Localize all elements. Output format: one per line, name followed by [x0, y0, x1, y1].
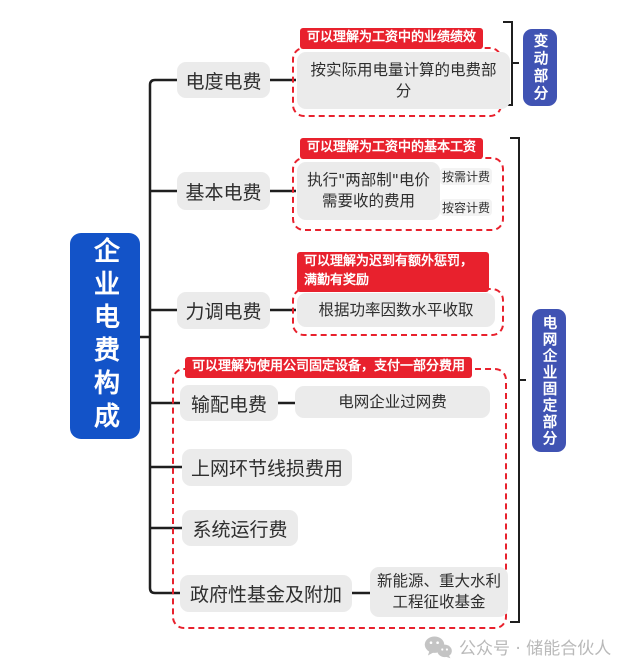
side-label-fixed-part: 电网企业固定部分 [532, 309, 566, 452]
side-label-variable-part: 变动部分 [523, 29, 557, 106]
node-electricity-volume-fee: 电度电费 [177, 62, 270, 98]
side-label-fixed-text: 电网企业固定部分 [540, 314, 557, 447]
wechat-icon [424, 636, 452, 658]
sub-node-billing-by-capacity: 按容计费 [440, 199, 492, 216]
root-node-label: 企业电费构成 [89, 237, 120, 435]
note-fixed-equipment: 可以理解为使用公司固定设备，支付一部分费用 [185, 357, 473, 378]
footer-text: 公众号 · 储能合伙人 [459, 639, 612, 659]
node-government-funds: 政府性基金及附加 [180, 575, 352, 612]
node-line-loss-fee: 上网环节线损费用 [182, 449, 352, 486]
node-transmission-fee: 输配电费 [180, 385, 278, 421]
node-power-factor-fee: 力调电费 [177, 292, 270, 329]
note-performance-pay: 可以理解为工资中的业绩绩效 [300, 28, 484, 49]
detail-volume-fee: 按实际用电量计算的电费部分 [297, 52, 510, 109]
detail-basic-fee: 执行"两部制"电价需要收的费用 [297, 162, 440, 220]
footer-watermark: 公众号 · 储能合伙人 [424, 634, 611, 659]
detail-power-factor: 根据功率因数水平收取 [297, 293, 495, 327]
note-penalty-reward: 可以理解为迟到有额外惩罚，满勤有奖励 [297, 252, 489, 292]
detail-grid-transit-fee: 电网企业过网费 [295, 386, 490, 418]
side-label-variable-text: 变动部分 [531, 32, 548, 103]
note-base-pay: 可以理解为工资中的基本工资 [300, 138, 484, 159]
node-system-operation-fee: 系统运行费 [182, 510, 298, 546]
sub-node-billing-by-demand: 按需计费 [440, 168, 492, 185]
root-node: 企业电费构成 [70, 233, 140, 439]
node-basic-fee: 基本电费 [177, 172, 270, 210]
detail-government-funds: 新能源、重大水利工程征收基金 [370, 567, 508, 617]
